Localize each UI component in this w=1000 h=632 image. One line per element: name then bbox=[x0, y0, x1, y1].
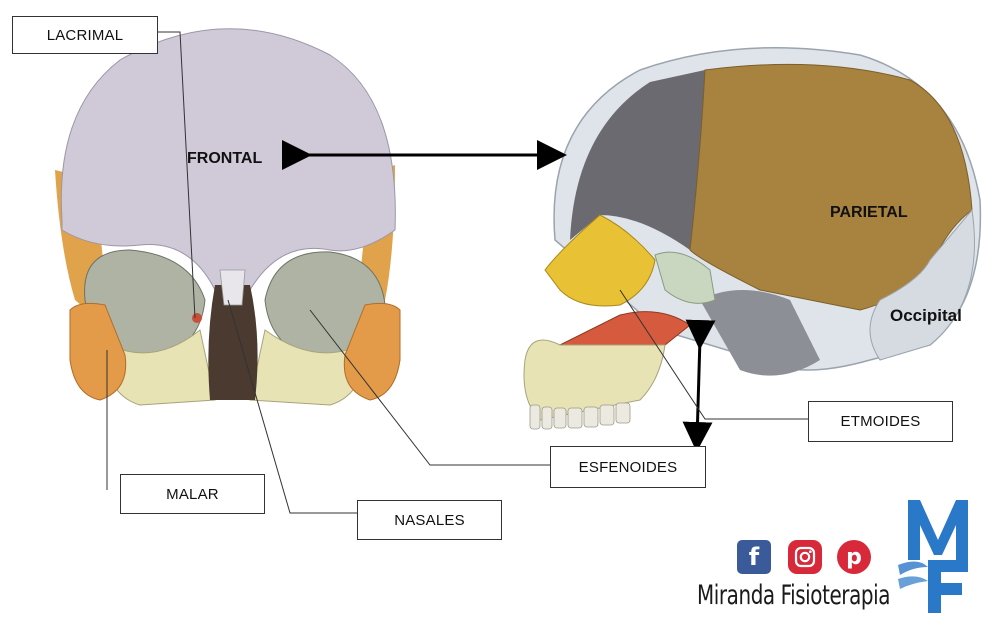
esfenoides-double-arrow bbox=[682, 319, 716, 452]
frontal-inner bbox=[570, 70, 705, 250]
occipital-label: Occipital bbox=[890, 306, 962, 325]
malar-label-box: MALAR bbox=[120, 474, 265, 514]
nasal-cavity bbox=[208, 285, 258, 400]
esfenoides-leader bbox=[309, 309, 550, 466]
lacrimal-leader bbox=[158, 31, 196, 319]
nasales-leader bbox=[227, 299, 357, 514]
lateral-skull bbox=[523, 46, 982, 430]
facebook-icon[interactable]: f bbox=[737, 540, 771, 574]
sphenoid-bone bbox=[544, 214, 656, 307]
left-lacrimal-bone bbox=[192, 313, 202, 323]
lateral-maxilla bbox=[523, 339, 666, 421]
esfenoides-label-box: ESFENOIDES bbox=[550, 446, 706, 488]
nasales-label-box: NASALES bbox=[357, 500, 502, 540]
right-malar-bone bbox=[343, 302, 401, 401]
etmoides-leader bbox=[619, 289, 808, 420]
etmoides-label-box: ETMOIDES bbox=[808, 401, 953, 442]
front-skull bbox=[55, 28, 401, 406]
nasal-bones bbox=[219, 269, 246, 306]
instagram-icon[interactable] bbox=[788, 540, 822, 574]
brand-logo-icon bbox=[898, 500, 968, 613]
pinterest-icon[interactable]: p bbox=[837, 540, 871, 574]
cranial-base bbox=[700, 290, 820, 376]
frontal-label: FRONTAL bbox=[187, 150, 263, 167]
occipital-bone bbox=[869, 208, 975, 361]
brand-name: Miranda Fisioterapia bbox=[697, 580, 891, 611]
sella-region bbox=[654, 251, 716, 304]
parietal-label: PARIETAL bbox=[830, 204, 908, 221]
teeth bbox=[529, 402, 631, 430]
left-malar-bone bbox=[69, 302, 127, 401]
lacrimal-label-box: LACRIMAL bbox=[12, 16, 158, 54]
frontal-bone bbox=[60, 28, 396, 291]
